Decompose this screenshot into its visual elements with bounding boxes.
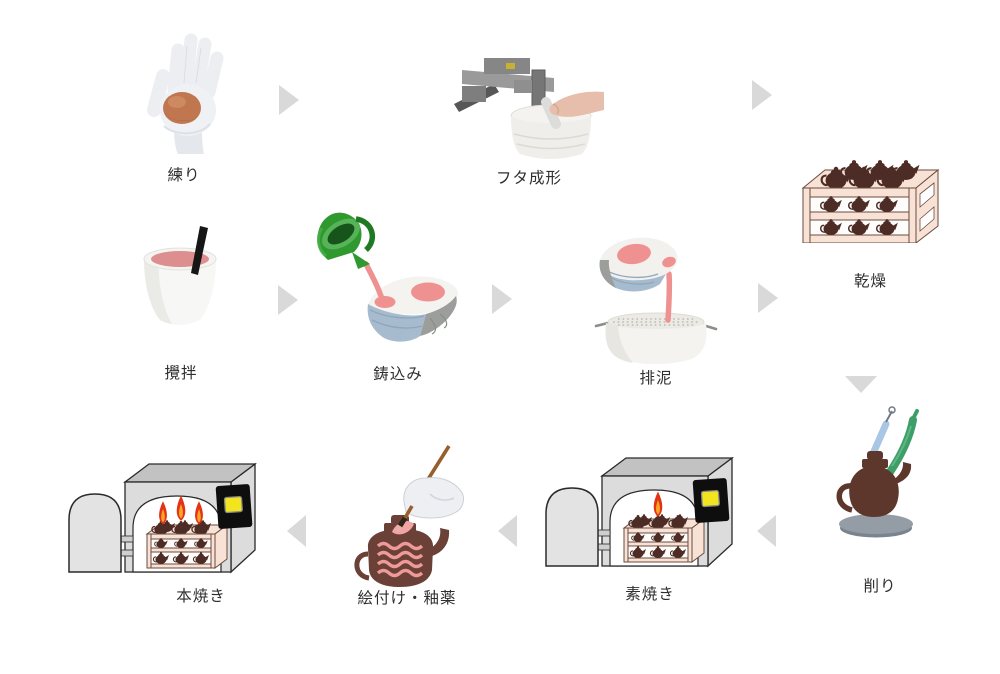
painting-glaze-icon <box>354 445 464 587</box>
kneading-hand-icon <box>147 33 224 154</box>
step-neri: 練り <box>134 28 234 185</box>
flow-arrow-right-icon <box>279 85 299 115</box>
flow-arrow-left-icon <box>498 515 517 547</box>
lid-forming-machine-icon <box>454 58 604 159</box>
step-label: フタ成形 <box>495 169 562 187</box>
step-ikomi: 鋳込み <box>308 206 464 384</box>
step-kakuhan: 攪拌 <box>131 226 231 383</box>
step-honyaki: 本焼き <box>63 456 259 606</box>
step-kansou: 乾燥 <box>798 140 943 291</box>
slip-casting-icon <box>317 212 458 342</box>
step-kezuri: 削り <box>826 404 934 596</box>
final-kiln-icon <box>68 462 257 574</box>
step-label: 乾燥 <box>853 272 887 290</box>
step-suyaki: 素焼き <box>540 450 736 604</box>
step-label: 鋳込み <box>373 365 423 383</box>
flow-arrow-down-icon <box>845 376 877 393</box>
step-label: 攪拌 <box>164 364 198 382</box>
drying-rack-icon <box>801 159 940 243</box>
step-label: 練り <box>167 166 201 184</box>
step-label: 絵付け・釉薬 <box>357 589 457 607</box>
slip-draining-icon <box>594 237 718 364</box>
step-label: 排泥 <box>639 369 673 387</box>
step-label: 本焼き <box>176 587 226 605</box>
step-label: 削り <box>863 577 897 595</box>
step-futa-seikei: フタ成形 <box>448 42 610 188</box>
stirring-bowl-icon <box>143 226 217 325</box>
flow-arrow-left-icon <box>287 515 306 547</box>
flow-arrow-right-icon <box>492 284 512 314</box>
flow-arrow-right-icon <box>758 283 778 313</box>
bisque-kiln-icon <box>545 456 734 568</box>
step-label: 素焼き <box>625 585 675 603</box>
step-haidei: 排泥 <box>590 230 722 388</box>
flow-arrow-left-icon <box>757 515 776 547</box>
flow-arrow-right-icon <box>752 80 772 110</box>
flow-arrow-right-icon <box>278 285 298 315</box>
trimming-icon <box>836 406 919 538</box>
step-etsuke: 絵付け・釉薬 <box>346 442 468 608</box>
